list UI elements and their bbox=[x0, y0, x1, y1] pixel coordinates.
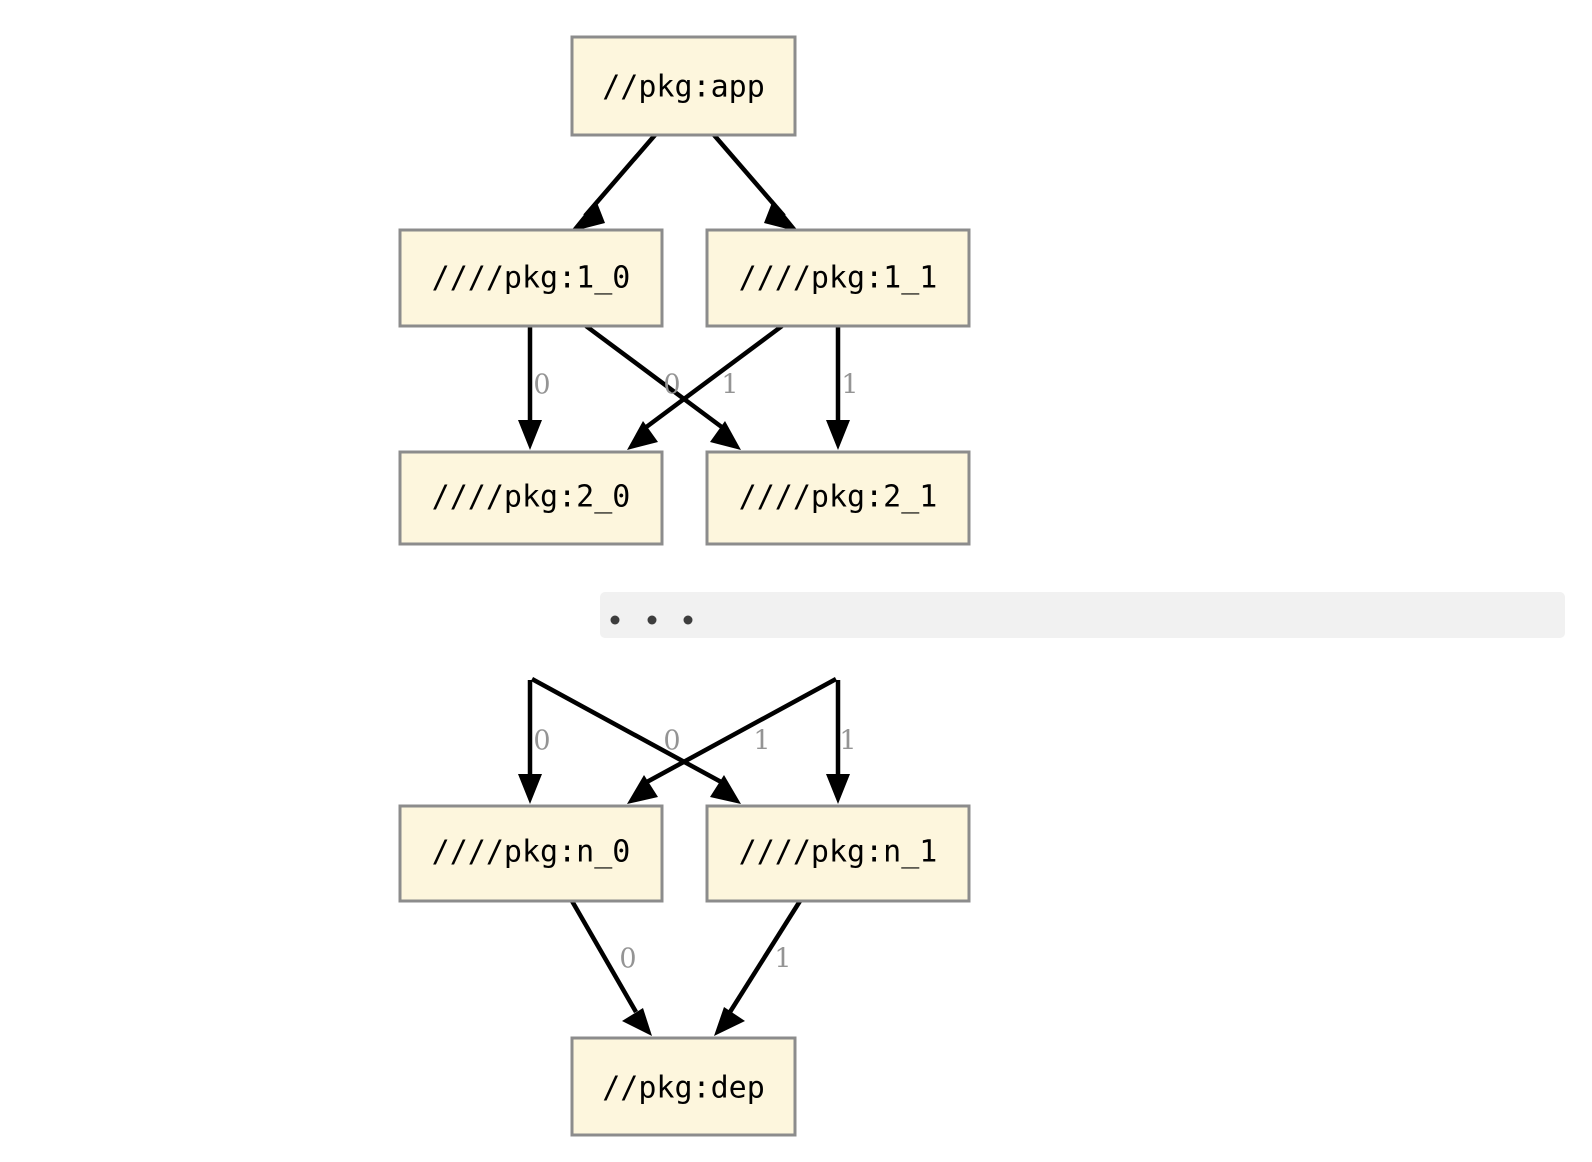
edge-app-to-1_0 bbox=[570, 133, 657, 232]
node-2_1-rect[interactable] bbox=[705, 450, 971, 546]
edge-label-dep-left: 0 bbox=[619, 944, 636, 975]
node-app-label: //pkg:app bbox=[602, 70, 765, 105]
node-1_0-rect[interactable] bbox=[398, 228, 664, 328]
edge-hidden1-to-n_1 bbox=[826, 680, 850, 804]
edge-label-dep-right: 1 bbox=[774, 944, 791, 975]
elision-band-rect bbox=[600, 592, 1565, 638]
edge-hidden1-to-n_0 bbox=[627, 677, 838, 804]
node-2_1-label: ////pkg:2_1 bbox=[739, 480, 938, 515]
edge-hidden0-to-n_1 bbox=[530, 677, 741, 804]
node-dep-label: //pkg:dep bbox=[602, 1071, 765, 1106]
ellipsis-dot-1 bbox=[610, 615, 620, 625]
edge-1_0-to-2_1 bbox=[584, 324, 741, 450]
edge-label-row1-mid-left: 0 bbox=[663, 370, 680, 401]
node-dep-rect[interactable] bbox=[570, 1036, 797, 1137]
edge-1_1-to-2_1 bbox=[826, 326, 850, 450]
node-n_0-rect[interactable] bbox=[398, 804, 664, 903]
node-1_0[interactable]: ////pkg:1_0 bbox=[398, 228, 664, 328]
node-2_0-rect[interactable] bbox=[398, 450, 664, 546]
edge-n_1-to-dep bbox=[714, 899, 802, 1036]
elision-band bbox=[600, 592, 1565, 638]
edge-label-row2-left: 0 bbox=[533, 726, 550, 757]
node-app-rect[interactable] bbox=[570, 35, 797, 137]
node-2_0[interactable]: ////pkg:2_0 bbox=[398, 450, 664, 546]
node-2_1[interactable]: ////pkg:2_1 bbox=[705, 450, 971, 546]
edge-hidden0-to-n_0 bbox=[518, 680, 542, 804]
node-dep[interactable]: //pkg:dep bbox=[570, 1036, 797, 1137]
edge-label-row2-mid-left: 0 bbox=[663, 726, 680, 757]
node-2_0-label: ////pkg:2_0 bbox=[432, 480, 631, 515]
edge-label-row1-mid-right: 1 bbox=[721, 370, 738, 401]
node-n_0-label: ////pkg:n_0 bbox=[432, 835, 631, 870]
node-1_1[interactable]: ////pkg:1_1 bbox=[705, 228, 971, 328]
edge-n_0-to-dep bbox=[570, 899, 652, 1036]
node-1_0-label: ////pkg:1_0 bbox=[432, 261, 631, 296]
node-1_1-label: ////pkg:1_1 bbox=[739, 261, 938, 296]
edge-label-row2-mid-right: 1 bbox=[753, 726, 770, 757]
edge-1_1-to-2_0 bbox=[627, 324, 784, 450]
node-n_0[interactable]: ////pkg:n_0 bbox=[398, 804, 664, 903]
node-n_1[interactable]: ////pkg:n_1 bbox=[705, 804, 971, 903]
node-app[interactable]: //pkg:app bbox=[570, 35, 797, 137]
ellipsis-dot-3 bbox=[683, 615, 693, 625]
edge-label-row1-right: 1 bbox=[841, 370, 858, 401]
node-n_1-label: ////pkg:n_1 bbox=[739, 835, 938, 870]
node-n_1-rect[interactable] bbox=[705, 804, 971, 903]
ellipsis-dot-2 bbox=[647, 615, 657, 625]
edge-label-row1-left: 0 bbox=[533, 370, 550, 401]
edge-1_0-to-2_0 bbox=[518, 326, 542, 450]
edge-label-row2-right: 1 bbox=[839, 726, 856, 757]
node-1_1-rect[interactable] bbox=[705, 228, 971, 328]
edge-app-to-1_1 bbox=[712, 133, 799, 232]
